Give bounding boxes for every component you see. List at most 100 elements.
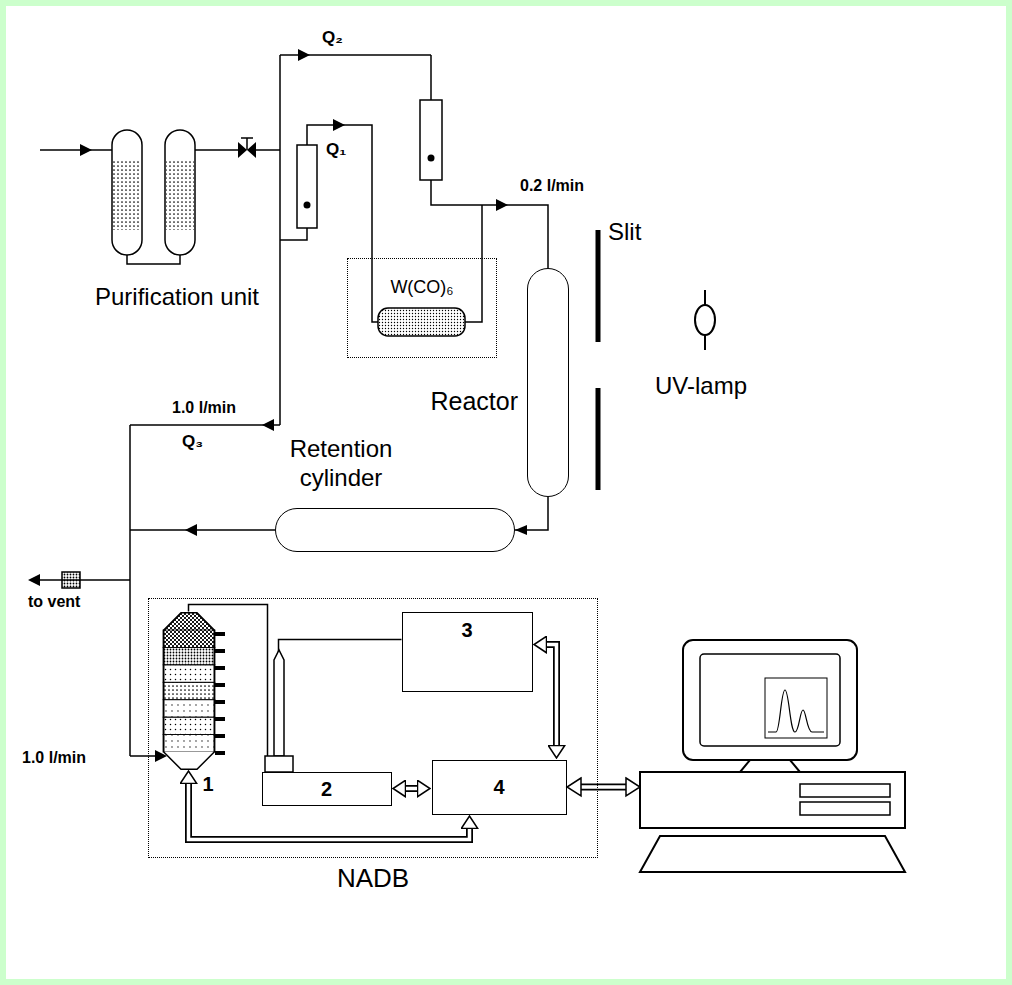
link-core: [547, 645, 557, 746]
gas-line: [130, 424, 280, 426]
group-label: NADB: [149, 863, 597, 894]
power-supply-box: 3: [402, 612, 533, 692]
callout-number: 1: [203, 772, 214, 796]
column-outline: [163, 612, 215, 770]
callout-number: 2: [321, 777, 332, 801]
flow-label: Q₁: [326, 140, 346, 160]
sampling-port: [215, 649, 225, 653]
gas-line: [515, 497, 548, 530]
counter-box: 2: [262, 772, 392, 806]
reactor-box: W(CO)₆: [347, 258, 497, 358]
flow-label: Q₃: [182, 432, 203, 452]
gas-line: [430, 55, 432, 100]
open-arrowhead: [567, 778, 581, 796]
gas-line: [256, 149, 280, 151]
monitor-screen: [700, 654, 840, 746]
filter-packing: [166, 160, 194, 230]
sampling-port: [215, 632, 225, 636]
sampling-port: [215, 751, 225, 755]
keyboard: [640, 836, 905, 872]
diffusion-battery: 1: [163, 612, 215, 770]
plot-window: [765, 678, 827, 738]
flow-arrowhead: [80, 144, 92, 156]
screen-band: [163, 734, 215, 751]
column-outline: [163, 612, 214, 769]
gas-line: [465, 205, 482, 322]
flow-rate: 1.0 l/min: [22, 748, 86, 767]
flow-arrowhead: [333, 119, 345, 131]
filter-cartridge: [112, 130, 142, 255]
flow-label: Q₂: [322, 28, 343, 48]
screen-band: [163, 647, 215, 664]
flowmeter-float: [304, 202, 311, 209]
gas-flow: [515, 497, 548, 530]
valve-stem: [246, 138, 248, 150]
computer-case: [640, 772, 905, 828]
spectrum-plot: [768, 690, 824, 732]
compound-label: W(CO)₆: [390, 277, 453, 299]
part-label: Retention cylinder: [271, 435, 411, 493]
flow-rate: 0.2 l/min: [520, 176, 584, 195]
flow-arrowhead: [496, 199, 508, 211]
saturator-cylinder: [378, 308, 465, 336]
outlet-label: to vent: [28, 592, 80, 611]
open-arrowhead: [626, 778, 640, 796]
photo-reactor: Reactor: [527, 268, 569, 497]
screen-band: [163, 664, 215, 681]
sampling-port: [215, 734, 225, 738]
detector-base: [265, 756, 293, 772]
inlet-line: [40, 149, 112, 151]
uv-lamp-bulb: [695, 305, 715, 335]
sampling-port: [215, 666, 225, 670]
drive-slot: [800, 784, 890, 797]
gas-line: [280, 228, 307, 240]
valve-handle: [241, 137, 253, 139]
gas-line: [307, 125, 378, 322]
part-label: Slit: [608, 218, 641, 247]
sampling-port: [215, 717, 225, 721]
flow-rate: 1.0 l/min: [172, 398, 236, 417]
slit-plate: [596, 230, 601, 342]
monitor-stand: [740, 760, 800, 772]
flow-arrowhead: [298, 49, 310, 61]
callout-number: 4: [493, 775, 504, 799]
part-label: Reactor: [430, 386, 518, 416]
column-cap: [163, 752, 215, 770]
flow-arrowhead: [185, 524, 197, 536]
gas-line: [279, 640, 402, 772]
gas-line: [195, 149, 238, 151]
slit-plate: [596, 388, 601, 490]
gas-line: [130, 755, 156, 757]
screen-band: [163, 699, 215, 716]
data-link: [581, 784, 626, 791]
control-box: 4: [432, 760, 567, 815]
screen-band: [163, 682, 215, 699]
gas-line: [127, 255, 180, 264]
gas-line: [129, 425, 131, 756]
sampling-port: [215, 700, 225, 704]
valve-symbol: [247, 142, 256, 158]
link-outline: [406, 785, 418, 792]
drive-slot: [800, 802, 890, 815]
vent-line: [40, 579, 130, 581]
filter-cartridge: [165, 130, 195, 255]
flowmeter-float: [428, 155, 435, 162]
retention-cylinder: Retention cylinder: [275, 508, 515, 552]
filter-packing: [113, 160, 141, 230]
vent-filter: [62, 572, 80, 588]
screen-band: [163, 630, 215, 647]
callout-number: 3: [461, 618, 472, 642]
monitor-case: [683, 640, 857, 760]
part-label: Purification unit: [92, 283, 262, 312]
sampling-port: [215, 683, 225, 687]
link-outline: [547, 645, 557, 746]
link-core: [406, 787, 418, 791]
column-cap: [163, 612, 215, 630]
data-link: [580, 785, 627, 789]
flow-arrowhead: [28, 574, 40, 586]
flow-arrowhead: [262, 419, 274, 431]
detector-tube: [274, 650, 284, 756]
